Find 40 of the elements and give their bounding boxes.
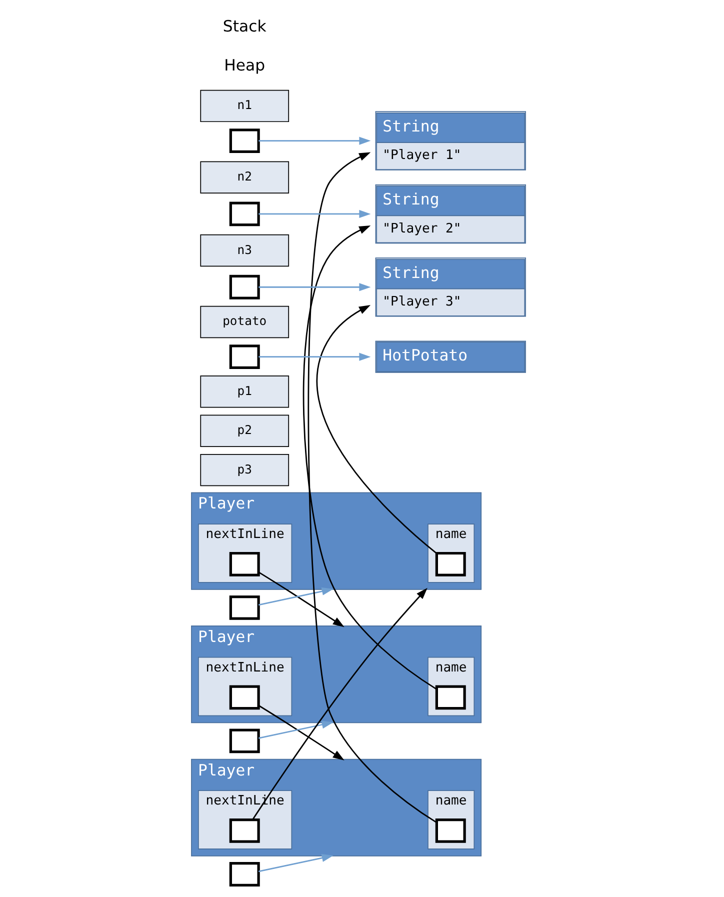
arrow	[258, 210, 371, 218]
node-box	[229, 274, 260, 300]
cluster: name	[428, 790, 475, 850]
arrow	[316, 304, 437, 554]
cluster: nextInLine	[198, 524, 292, 583]
node-box	[229, 685, 260, 710]
arrow	[258, 572, 344, 628]
node-box: p2	[200, 414, 290, 447]
cluster: nextInLine	[198, 656, 292, 716]
arrow	[258, 720, 334, 739]
label: Stack	[222, 16, 266, 36]
cluster: name	[428, 524, 475, 583]
node-box: potato	[200, 306, 290, 338]
node-box	[435, 685, 466, 710]
node-box: p3	[200, 454, 290, 486]
arrow	[258, 283, 371, 292]
node-box	[229, 344, 260, 370]
node-box: n2	[200, 161, 290, 194]
node-box	[435, 552, 466, 576]
arrow	[308, 152, 437, 823]
arrow	[258, 352, 371, 361]
arrow	[258, 705, 344, 760]
arrow	[258, 587, 334, 606]
node-box	[229, 552, 260, 576]
arrow	[302, 225, 437, 690]
node-box: n3	[200, 234, 290, 267]
arrow	[258, 136, 371, 145]
node-box: n1	[200, 90, 290, 122]
node-box: p1	[200, 376, 290, 408]
arrow	[252, 588, 428, 820]
arrow	[258, 854, 334, 872]
node-box	[229, 862, 260, 886]
node-box	[435, 818, 466, 843]
node-box	[229, 818, 260, 843]
cluster: name	[428, 656, 475, 716]
node-box	[229, 128, 260, 153]
node-box	[229, 202, 260, 226]
node-box	[229, 596, 260, 620]
node-box	[229, 728, 260, 754]
label: Heap	[224, 56, 266, 75]
